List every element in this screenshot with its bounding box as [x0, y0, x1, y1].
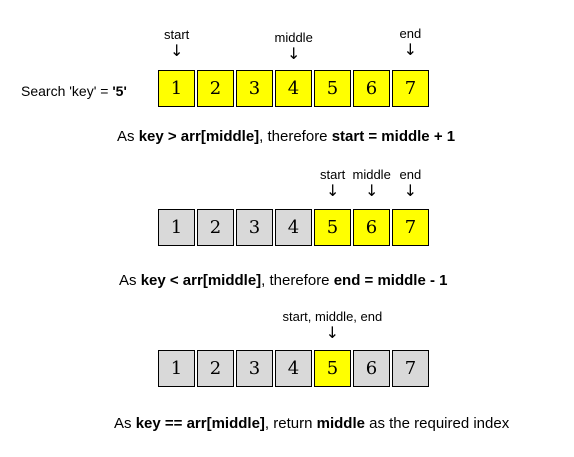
array-cell: 6 [353, 70, 390, 107]
step-caption: As key == arr[middle], return middle as … [114, 415, 509, 432]
array-cell: 4 [275, 209, 312, 246]
array-cell: 5 [314, 350, 351, 387]
pointer-marker: end↓ [400, 167, 422, 199]
array-cell: 4 [275, 350, 312, 387]
down-arrow-icon: ↓ [325, 181, 340, 200]
down-arrow-icon: ↓ [403, 181, 418, 200]
caption-emphasis: start = middle + 1 [331, 128, 456, 145]
array-cell: 6 [353, 209, 390, 246]
search-key-prefix: Search 'key' = [21, 83, 113, 99]
caption-text: As [117, 128, 139, 145]
pointer-label: start [164, 27, 190, 42]
down-arrow-icon: ↓ [286, 44, 301, 63]
pointer-marker: end↓ [400, 26, 422, 58]
pointer-marker: start, middle, end↓ [283, 309, 383, 341]
caption-emphasis: key > arr[middle] [138, 128, 260, 145]
array-cell: 4 [275, 70, 312, 107]
array-cell: 3 [236, 70, 273, 107]
caption-text: , therefore [259, 128, 332, 145]
array-cell: 2 [197, 350, 234, 387]
array-cell: 1 [158, 350, 195, 387]
pointer-label: start [320, 167, 346, 182]
caption-emphasis: key == arr[middle] [135, 415, 265, 432]
array-cell: 7 [392, 70, 429, 107]
caption-text: As [114, 415, 136, 432]
caption-text: As [119, 272, 141, 289]
pointer-marker: start↓ [164, 27, 189, 59]
down-arrow-icon: ↓ [364, 181, 379, 200]
step-caption: As key > arr[middle], therefore start = … [117, 128, 455, 145]
array-cell: 3 [236, 350, 273, 387]
caption-emphasis: middle [316, 415, 365, 432]
caption-emphasis: key < arr[middle] [140, 272, 262, 289]
down-arrow-icon: ↓ [325, 323, 340, 342]
pointer-marker: middle↓ [275, 30, 313, 62]
pointer-marker: start↓ [320, 167, 345, 199]
pointer-label: middle [274, 30, 313, 45]
array-cell: 2 [197, 70, 234, 107]
caption-text: as the required index [364, 415, 510, 432]
array-cell: 2 [197, 209, 234, 246]
array-cell: 5 [314, 209, 351, 246]
array-cell: 5 [314, 70, 351, 107]
array-cell: 6 [353, 350, 390, 387]
search-key-label: Search 'key' = '5' [21, 83, 127, 99]
array-cell: 1 [158, 209, 195, 246]
caption-emphasis: end = middle - 1 [333, 272, 448, 289]
array-cell: 7 [392, 350, 429, 387]
pointer-marker: middle↓ [353, 167, 391, 199]
pointer-label: middle [352, 167, 391, 182]
search-key-value: '5' [112, 83, 127, 99]
down-arrow-icon: ↓ [169, 41, 184, 60]
pointer-label: end [399, 167, 422, 182]
pointer-label: start, middle, end [282, 309, 383, 324]
array-cell: 3 [236, 209, 273, 246]
array-cell: 7 [392, 209, 429, 246]
caption-text: , therefore [261, 272, 334, 289]
step-caption: As key < arr[middle], therefore end = mi… [119, 272, 447, 289]
down-arrow-icon: ↓ [403, 40, 418, 59]
pointer-label: end [399, 26, 422, 41]
array-cell: 1 [158, 70, 195, 107]
caption-text: , return [264, 415, 317, 432]
